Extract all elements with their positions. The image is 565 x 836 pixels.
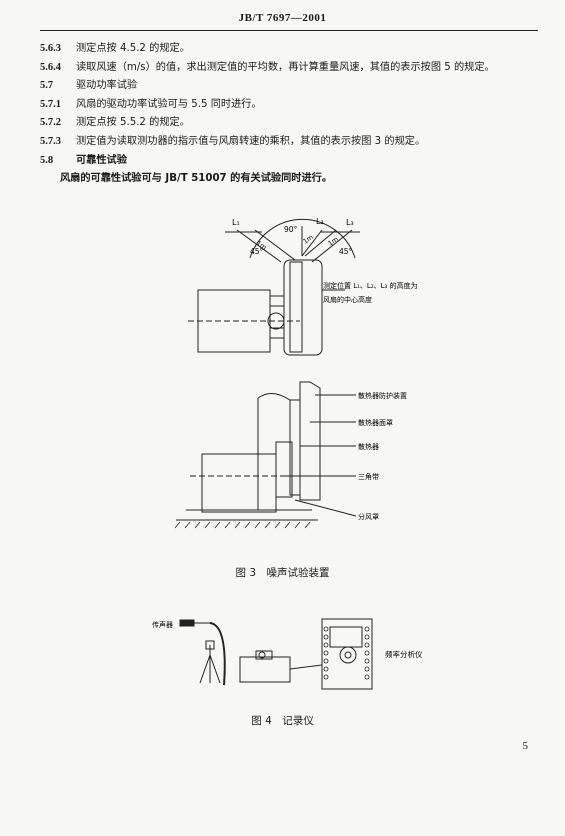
label-guard: 散热器防护装置 xyxy=(358,391,407,400)
label-radiator: 散热器 xyxy=(358,442,379,451)
label-l2: L₂ xyxy=(316,217,324,226)
label-dist-3: 1m xyxy=(327,235,340,248)
label-cover: 散热器面罩 xyxy=(358,418,393,427)
label-l1: L₁ xyxy=(232,218,240,227)
arc-90 xyxy=(249,218,356,259)
note-line-1: 测定位置 L₁、L₂、L₃ 的高度为 xyxy=(323,281,418,290)
note-line-2: 风扇的中心高度 xyxy=(323,295,372,304)
page-number: 5 xyxy=(522,740,529,752)
label-l3: L₃ xyxy=(346,218,354,227)
label-90: 90° xyxy=(284,225,298,234)
figure-4-caption: 图 4 记录仪 xyxy=(251,715,314,727)
line-l3 xyxy=(311,229,353,263)
paragraph: 风扇的可靠性试验可与 JB/T 51007 的有关试验同时进行。 xyxy=(60,173,333,185)
figure-3: L₁ L₂ L₃ 90° 45° 45° 1m 1m 1m 测定位置 L₁、L₂… xyxy=(174,217,418,529)
figure-3-caption: 图 3 噪声试验装置 xyxy=(235,567,330,579)
microphone-icon xyxy=(179,619,195,627)
label-belt: 三角带 xyxy=(358,472,379,481)
recorder-device xyxy=(239,656,291,683)
header-rule xyxy=(40,30,538,31)
label-45-left: 45° xyxy=(250,247,264,256)
label-analyzer: 频率分析仪 xyxy=(385,649,423,659)
tripod-icon xyxy=(199,654,211,684)
radiator-side xyxy=(299,381,321,501)
label-dist-2: 1m xyxy=(302,233,315,246)
figure-4: 传声器 频率分析仪 xyxy=(152,618,423,690)
radiator-plan xyxy=(283,259,323,356)
engine-side xyxy=(201,453,277,513)
label-45-right: 45° xyxy=(339,247,353,256)
label-shroud: 分风罩 xyxy=(358,512,379,521)
frequency-analyzer xyxy=(321,618,373,690)
page-header: JB/T 7697—2001 xyxy=(238,12,327,24)
label-microphone: 传声器 xyxy=(152,620,173,629)
line-l1 xyxy=(236,229,282,263)
